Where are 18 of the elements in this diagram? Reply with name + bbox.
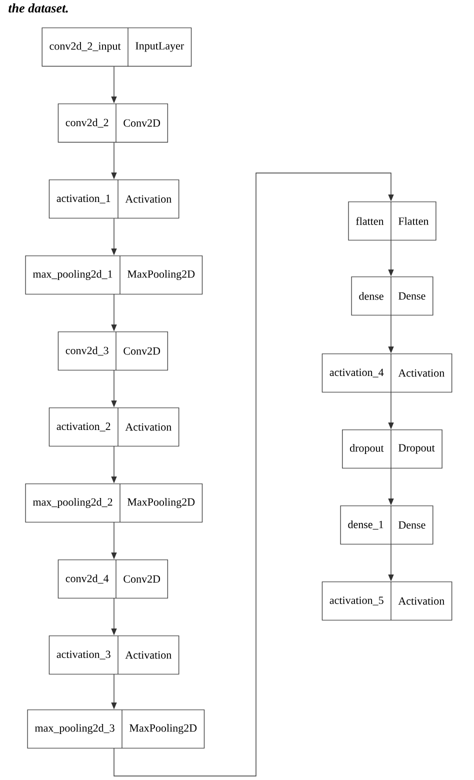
layer-box: conv2d_4 Conv2D [58,559,168,599]
arrow [114,172,394,776]
layer-box: activation_2 Activation [48,407,180,447]
layer-box: conv2d_2 Conv2D [58,103,168,143]
layer-box: activation_5 Activation [322,581,452,621]
layer-box: conv2d_2_input InputLayer [42,27,192,67]
layer-box: dropout Dropout [342,429,442,469]
layer-box: dense_1 Dense [340,505,434,545]
layer-box: max_pooling2d_3 MaxPooling2D [27,709,205,749]
layer-box: activation_4 Activation [322,353,452,393]
layer-box: flatten Flatten [348,201,436,241]
layer-box: dense Dense [351,276,434,316]
layer-box: activation_1 Activation [48,179,180,219]
layer-box: max_pooling2d_2 MaxPooling2D [25,483,203,523]
layer-box: conv2d_3 Conv2D [58,331,168,371]
caption-text: the dataset. [8,3,68,13]
layer-box: max_pooling2d_1 MaxPooling2D [25,255,203,295]
layer-box: activation_3 Activation [48,635,180,675]
